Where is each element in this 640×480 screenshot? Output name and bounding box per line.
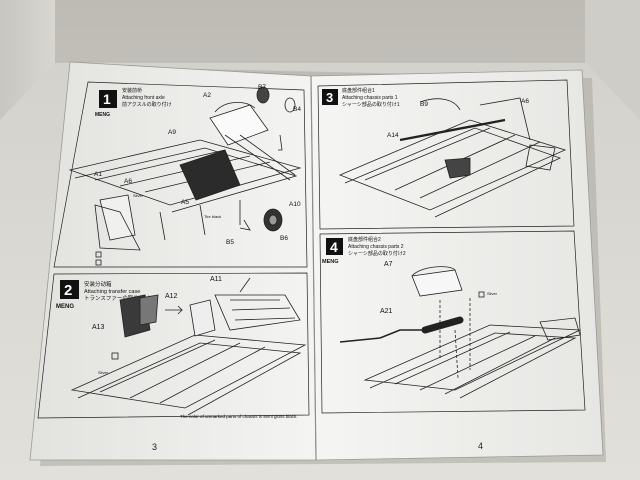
part-label: A10 [289,201,301,208]
part-label: A14 [387,132,399,139]
left-page-number: 3 [152,442,157,452]
color-label: Silver [487,291,498,296]
step3-badge: 3 [322,89,338,105]
step4-title-ja: シャーシ部品の取り付け2 [348,250,406,257]
step3-panel [317,79,575,230]
right-side-wall [585,0,640,120]
part-label: A11 [210,276,222,283]
step4-brand: MENG [322,259,339,265]
step4-part-labels: A7 A21 Silver [380,261,498,315]
part-label: A9 [168,129,176,136]
left-page [29,61,317,461]
part-label: A12 [165,293,178,300]
color-label: Silver [133,193,144,198]
step3-title-en: Attaching chassis parts 1 [342,95,398,101]
part-label: B5 [226,239,234,246]
left-side-wall [0,0,55,120]
step4-chassis-drawing [339,266,581,399]
step1-title-zh: 安装前桥 [122,87,142,94]
part-label: A6 [521,98,529,105]
step3-title-ja: シャーシ部品の取り付け1 [342,101,400,108]
color-label: Silver [98,370,109,375]
step4-badge: 4 MENG [322,238,343,265]
step4-number: 4 [330,239,338,255]
step1-badge: 1 MENG [95,90,117,118]
part-label: B6 [280,235,288,242]
step4-title-zh: 底盘部件组合2 [348,236,381,243]
step2-title-ja: トランスファーの取り付け [84,294,150,302]
part-label: A5 [181,199,189,206]
step4-panel [319,230,586,414]
step2-title-zh: 安装分动箱 [84,280,112,288]
color-label: Tire black [204,214,221,219]
step1-part-labels: A2 B7 B4 A9 A1 A6 A5 A10 B5 B6 Silver Ti… [94,84,301,246]
step1-title-en: Attaching front axle [122,95,165,101]
step2-badge: 2 MENG [56,280,79,310]
step2-title-en: Attaching transfer case [84,289,140,295]
right-page-number: 4 [478,441,483,451]
step4-title-en: Attaching chassis parts 2 [348,244,404,250]
part-label: A21 [380,308,393,315]
spine [310,75,317,461]
part-label: B4 [293,106,301,113]
part-label: A7 [384,261,393,268]
part-label: A6 [124,178,132,185]
step1-number: 1 [103,91,111,107]
step3-number: 3 [326,90,333,105]
part-label: A1 [94,171,102,178]
part-label: B9 [420,101,428,108]
step2-panel [37,272,310,419]
step1-title-ja: 前アクスルの取り付け [122,101,172,108]
step2-number: 2 [64,282,72,299]
step2-part-labels: A11 A12 A13 Silver The color of unmarked… [92,276,298,419]
part-label: A13 [92,324,105,331]
chassis-color-note: The color of unmarked parts of chassis i… [180,414,298,419]
step2-chassis-drawing [70,277,307,416]
step3-part-labels: B9 A14 A6 [387,98,529,139]
part-label: B7 [258,84,266,91]
step1-panel [53,81,308,268]
part-label: A2 [203,92,211,99]
step1-chassis-drawing [68,86,302,266]
step2-brand: MENG [56,304,74,310]
step3-chassis-drawing [338,97,567,218]
step3-title-zh: 底盘部件组合1 [342,87,375,94]
step1-brand: MENG [95,112,110,118]
